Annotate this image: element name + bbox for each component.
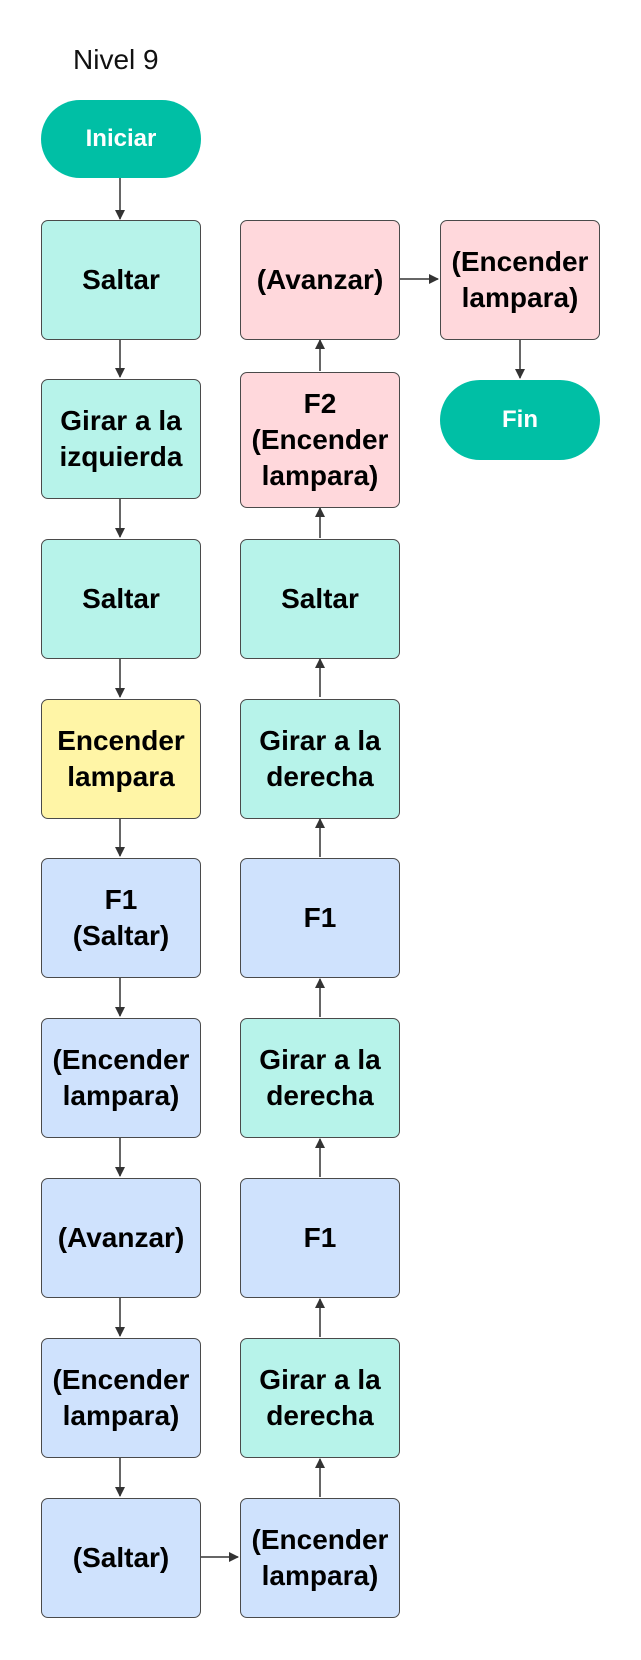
step-n6: (Encender lampara) [41, 1018, 201, 1138]
start-terminal: Iniciar [41, 100, 201, 178]
end-terminal: Fin [440, 380, 600, 460]
step-n10: (Encender lampara) [240, 1498, 400, 1618]
step-n19: (Encender lampara) [440, 220, 600, 340]
step-n7: (Avanzar) [41, 1178, 201, 1298]
step-n17: F2 (Encender lampara) [240, 372, 400, 508]
step-n3: Saltar [41, 539, 201, 659]
step-n5: F1 (Saltar) [41, 858, 201, 978]
step-n18: (Avanzar) [240, 220, 400, 340]
step-n16: Saltar [240, 539, 400, 659]
step-n8: (Encender lampara) [41, 1338, 201, 1458]
step-n9: (Saltar) [41, 1498, 201, 1618]
step-n4: Encender lampara [41, 699, 201, 819]
step-n11: Girar a la derecha [240, 1338, 400, 1458]
step-n1: Saltar [41, 220, 201, 340]
step-n2: Girar a la izquierda [41, 379, 201, 499]
diagram-title: Nivel 9 [73, 44, 159, 75]
step-n12: F1 [240, 1178, 400, 1298]
step-n13: Girar a la derecha [240, 1018, 400, 1138]
step-n14: F1 [240, 858, 400, 978]
step-n15: Girar a la derecha [240, 699, 400, 819]
